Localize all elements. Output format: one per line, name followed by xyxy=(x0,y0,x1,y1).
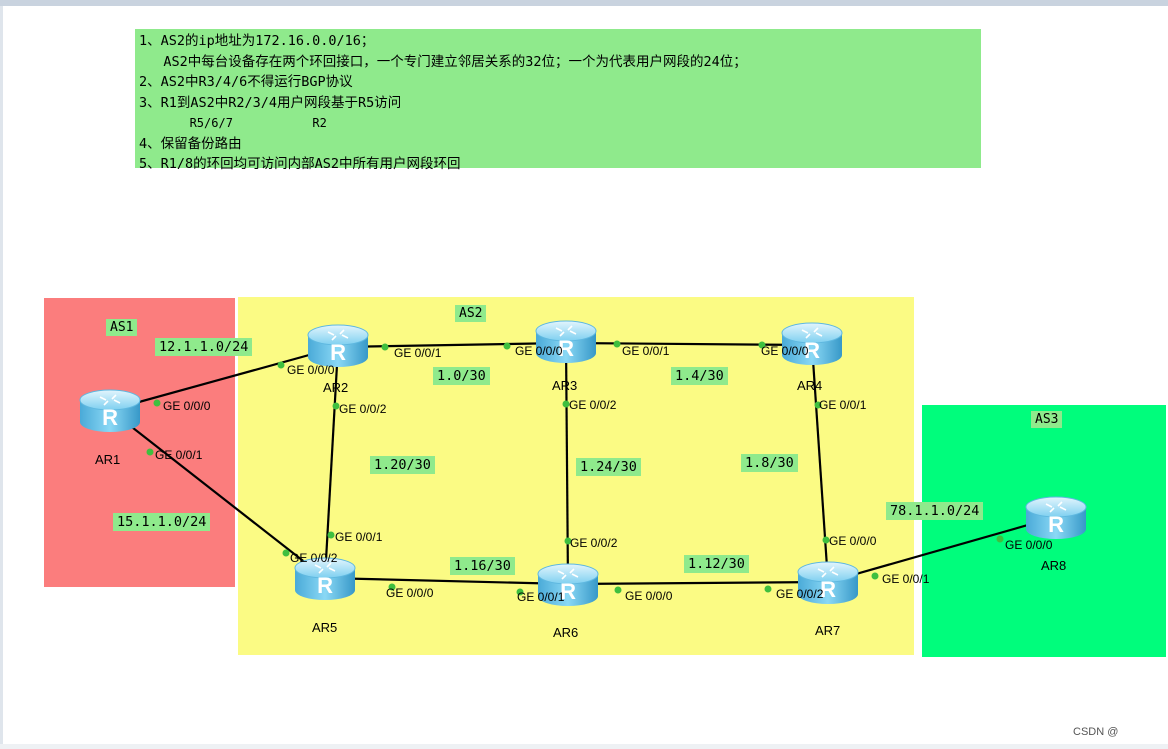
window-bottom-border xyxy=(0,744,1168,749)
port-label-ar7-g000: GE 0/0/0 xyxy=(829,534,877,548)
router-name-ar3: AR3 xyxy=(552,378,578,393)
port-dot xyxy=(388,583,396,591)
as1-label: AS1 xyxy=(106,319,138,336)
port-dot xyxy=(613,340,621,348)
router-name-ar2: AR2 xyxy=(323,380,349,395)
watermark: CSDN @ xyxy=(1073,726,1119,738)
requirement-line-2: 2、AS2中R3/4/6不得运行BGP协议 xyxy=(139,74,353,90)
port-label-ar2-g001: GE 0/0/1 xyxy=(394,346,442,360)
port-label-ar4-g000: GE 0/0/0 xyxy=(761,344,809,358)
requirements-note[interactable]: 1、AS2的ip地址为172.16.0.0/16； AS2中每台设备存在两个环回… xyxy=(135,29,981,172)
port-label-ar3-g002: GE 0/0/2 xyxy=(569,398,617,412)
requirement-line-4: 4、保留备份路由 xyxy=(139,135,242,152)
router-name-ar7: AR7 xyxy=(815,623,841,638)
port-dots xyxy=(146,340,1004,596)
port-dot xyxy=(381,343,389,351)
port-label-ar7-g002: GE 0/0/2 xyxy=(776,587,824,601)
router-name-ar8: AR8 xyxy=(1041,558,1067,573)
port-label-ar5-g001: GE 0/0/1 xyxy=(335,530,383,544)
port-label-ar1-g001: GE 0/0/1 xyxy=(155,448,203,462)
window-top-border xyxy=(0,0,1168,6)
port-label-ar4-g001: GE 0/0/1 xyxy=(819,398,867,412)
network-label-ar3-ar4: 1.4/30 xyxy=(671,367,728,385)
requirement-line-5: 5、R1/8的环回均可访问内部AS2中所有用户网段环回 xyxy=(139,156,461,172)
port-dot xyxy=(503,342,511,350)
network-label-ar7-ar8: 78.1.1.0/24 xyxy=(886,502,984,520)
requirement-line-3-detail: R5/6/7 R2 xyxy=(139,116,327,130)
links xyxy=(109,341,1057,586)
link-ar5-ar6 xyxy=(324,576,569,586)
port-dot xyxy=(758,341,766,349)
link-ar1-ar2 xyxy=(109,345,339,412)
port-label-ar8-g000: GE 0/0/0 xyxy=(1005,538,1053,552)
requirement-line-3: 3、R1到AS2中R2/3/4用户网段基于R5访问 xyxy=(139,94,402,111)
link-ar2-ar3 xyxy=(337,341,567,349)
network-label-ar2-ar3: 1.0/30 xyxy=(433,367,490,385)
port-dot xyxy=(614,586,622,594)
network-label-ar2-ar5: 1.20/30 xyxy=(370,456,435,474)
port-label-ar6-g002: GE 0/0/2 xyxy=(570,536,618,550)
port-dot xyxy=(996,535,1004,543)
link-ar2-ar5 xyxy=(323,346,340,579)
router-icon[interactable] xyxy=(79,389,141,433)
port-label-ar3-g000: GE 0/0/0 xyxy=(515,344,563,358)
port-dot xyxy=(146,448,154,456)
port-label-ar6-g000: GE 0/0/0 xyxy=(625,589,673,603)
link-ar7-ar8 xyxy=(827,515,1057,584)
link-ar6-ar7 xyxy=(567,580,829,586)
router-name-ar1: AR1 xyxy=(95,452,121,467)
port-dot xyxy=(332,402,340,410)
as3-label: AS3 xyxy=(1031,411,1063,428)
port-dot xyxy=(871,572,879,580)
port-dot xyxy=(153,399,161,407)
port-label-ar3-g001: GE 0/0/1 xyxy=(622,344,670,358)
router-icon[interactable] xyxy=(1025,496,1087,540)
network-label-ar3-ar6: 1.24/30 xyxy=(576,458,641,476)
port-label-ar1-g000: GE 0/0/0 xyxy=(163,399,211,413)
network-label-ar5-ar6: 1.16/30 xyxy=(450,557,515,575)
network-label-ar4-ar7: 1.8/30 xyxy=(741,454,798,472)
requirement-line-1: 1、AS2的ip地址为172.16.0.0/16； xyxy=(139,33,375,49)
link-ar1-ar5 xyxy=(109,409,326,579)
port-dot xyxy=(516,588,524,596)
port-label-ar6-g001: GE 0/0/1 xyxy=(517,590,565,604)
requirement-line-1-detail: AS2中每台设备存在两个环回接口，一个专门建立邻居关系的32位；一个为代表用户网… xyxy=(139,53,747,70)
port-label-ar2-g000: GE 0/0/0 xyxy=(287,363,335,377)
port-label-ar2-g002: GE 0/0/2 xyxy=(339,402,387,416)
network-label-ar1-ar2: 12.1.1.0/24 xyxy=(155,338,253,356)
port-label-ar5-g000: GE 0/0/0 xyxy=(386,586,434,600)
port-label-ar7-g001: GE 0/0/1 xyxy=(882,572,930,586)
network-label-ar1-ar5: 15.1.1.0/24 xyxy=(113,513,211,531)
router-name-ar4: AR4 xyxy=(797,378,823,393)
link-ar3-ar4 xyxy=(565,341,813,347)
port-dot xyxy=(562,400,570,408)
port-dot xyxy=(822,536,830,544)
network-label-ar6-ar7: 1.12/30 xyxy=(684,555,749,573)
port-label-ar5-g002: GE 0/0/2 xyxy=(290,551,338,565)
port-dot xyxy=(814,401,822,409)
router-name-ar5: AR5 xyxy=(312,620,338,635)
router-icon[interactable] xyxy=(307,324,369,368)
port-dot xyxy=(764,585,772,593)
as2-label: AS2 xyxy=(455,305,487,322)
port-dot xyxy=(564,537,572,545)
port-dot xyxy=(327,531,335,539)
port-dot xyxy=(277,361,285,369)
port-dot xyxy=(282,549,290,557)
window-left-border xyxy=(0,6,3,749)
router-name-ar6: AR6 xyxy=(553,625,579,640)
